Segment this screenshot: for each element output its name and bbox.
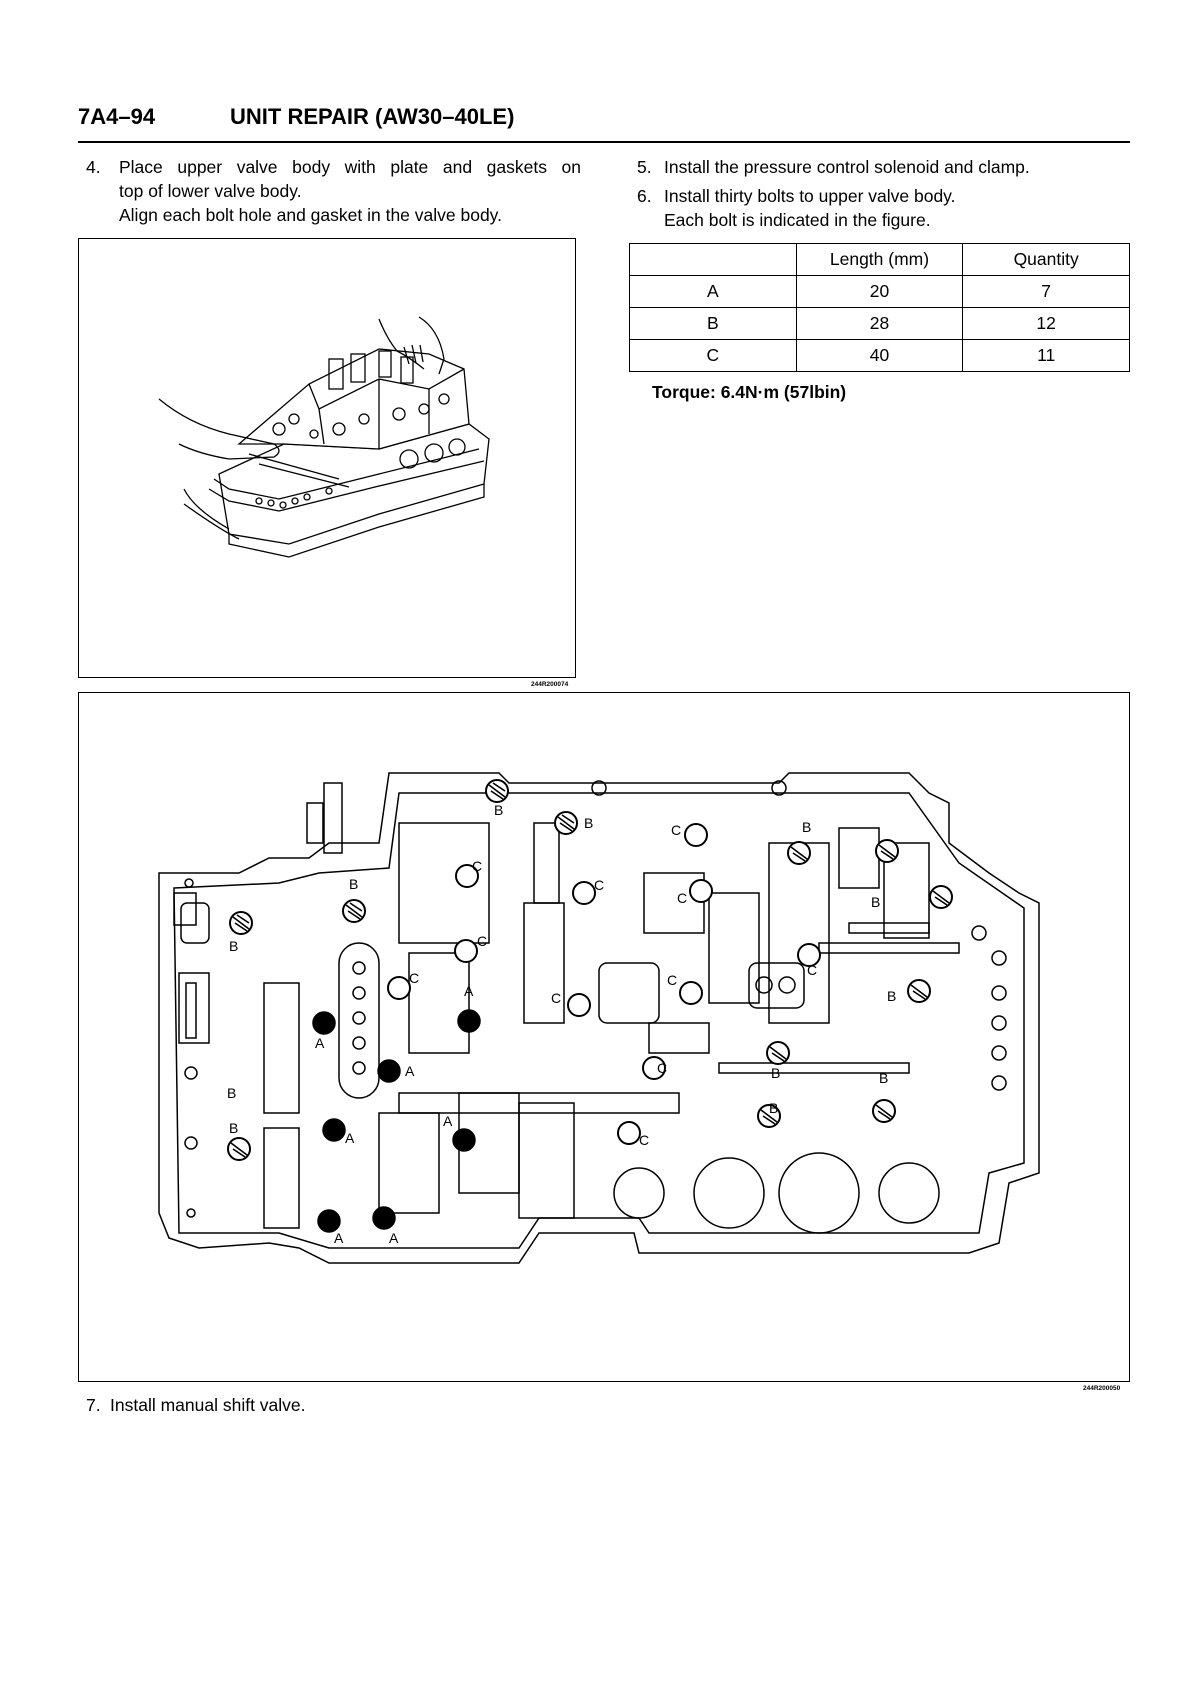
bolt-label: B	[769, 1100, 778, 1116]
valve-body-illustration	[158, 316, 490, 558]
bolt-label: C	[639, 1132, 649, 1148]
table-header-row: Length (mm) Quantity	[629, 243, 1130, 276]
table-cell: 7	[962, 275, 1130, 308]
figure-code: 244R200050	[1083, 1385, 1121, 1392]
step-number: 7.	[86, 1395, 101, 1415]
figure-bolt-locations: B B B B B B B B B B B B A A A A A A A C …	[78, 692, 1130, 1382]
bolt-label: B	[887, 988, 896, 1004]
torque-spec: Torque: 6.4N·m (57lbin)	[652, 382, 847, 402]
bolt-label: C	[677, 890, 687, 906]
bolt-label: C	[807, 962, 817, 978]
bolt-label: A	[389, 1230, 399, 1246]
bolt-label: A	[464, 983, 474, 999]
table-header-cell: Quantity	[962, 243, 1130, 276]
bolt-label: C	[594, 877, 604, 893]
table-row: B 28 12	[629, 307, 1130, 340]
bolt-label: C	[667, 972, 677, 988]
bolt-label: A	[405, 1063, 415, 1079]
table-cell: 11	[962, 339, 1130, 372]
bolt-label: B	[871, 894, 880, 910]
table-row: C 40 11	[629, 339, 1130, 372]
step-text: Install the pressure control solenoid an…	[664, 157, 1030, 177]
bolt-label: B	[227, 1085, 236, 1101]
bolt-label: B	[879, 1070, 888, 1086]
bolt-label: C	[472, 858, 482, 874]
bolt-label: C	[409, 970, 419, 986]
bolt-label: C	[551, 990, 561, 1006]
bolt-label: B	[229, 938, 238, 954]
step-text: Install thirty bolts to upper valve body…	[664, 186, 956, 206]
table-cell: C	[629, 339, 797, 372]
step-text: Each bolt is indicated in the figure.	[664, 210, 931, 230]
step-4: 4. Place upper valve body with plate and…	[86, 155, 586, 227]
bolt-label: B	[494, 802, 503, 818]
bolt-label: A	[443, 1113, 453, 1129]
step-text: Install manual shift valve.	[110, 1395, 306, 1415]
page-code: 7A4–94	[78, 104, 156, 129]
table-row: A 20 7	[629, 275, 1130, 308]
header-rule	[78, 141, 1130, 143]
table-cell: 28	[795, 307, 964, 340]
step-text: top of lower valve body.	[119, 181, 302, 201]
step-text: Place upper valve body with plate and ga…	[119, 157, 581, 177]
step-5: 5. Install the pressure control solenoid…	[637, 155, 1137, 179]
table-header-cell	[629, 243, 797, 276]
bolt-location-diagram: B B B B B B B B B B B B A A A A A A A C …	[158, 772, 1040, 1264]
table-cell: A	[629, 275, 797, 308]
bolt-label: A	[334, 1230, 344, 1246]
step-number: 4.	[86, 157, 101, 177]
bolt-label: B	[802, 819, 811, 835]
step-6: 6. Install thirty bolts to upper valve b…	[637, 184, 1137, 232]
table-cell: B	[629, 307, 797, 340]
figure-code: 244R200074	[531, 681, 569, 688]
figure-valve-body-placement	[78, 238, 576, 678]
bolt-label: C	[657, 1060, 667, 1076]
page-title: UNIT REPAIR (AW30–40LE)	[230, 104, 515, 129]
step-text: Align each bolt hole and gasket in the v…	[119, 205, 502, 225]
bolt-label: A	[345, 1130, 355, 1146]
bolt-label: B	[584, 815, 593, 831]
step-number: 6.	[637, 186, 652, 206]
bolt-label: B	[349, 876, 358, 892]
bolt-label: C	[477, 933, 487, 949]
table-cell: 20	[795, 275, 964, 308]
bolt-label: B	[229, 1120, 238, 1136]
step-number: 5.	[637, 157, 652, 177]
table-cell: 40	[795, 339, 964, 372]
bolt-label: B	[771, 1065, 780, 1081]
table-cell: 12	[962, 307, 1130, 340]
bolt-spec-table: Length (mm) Quantity A 20 7 B 28 12 C 40…	[629, 243, 1130, 372]
step-7: 7. Install manual shift valve.	[86, 1393, 586, 1417]
table-header-cell: Length (mm)	[795, 243, 964, 276]
bolt-label: C	[671, 822, 681, 838]
bolt-label: A	[315, 1035, 325, 1051]
